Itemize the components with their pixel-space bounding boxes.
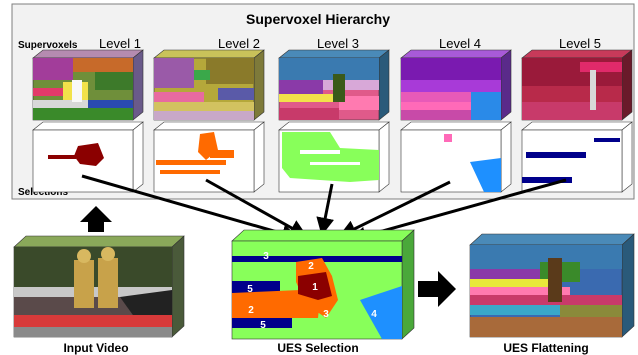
- input-video-cube: [13, 235, 185, 338]
- ues-flattening-label: UES Flattening: [503, 341, 588, 355]
- level-3-selection-cube: [278, 121, 390, 193]
- level-1-selection-cube: [32, 121, 144, 193]
- supervoxels-row-label: Supervoxels: [18, 40, 78, 51]
- level-5-label: Level 5: [559, 36, 601, 51]
- region-number-5b: 5: [260, 320, 266, 331]
- level-2-label: Level 2: [218, 36, 260, 51]
- right-arrow: [418, 271, 456, 307]
- level-3-supervoxel-cube: [278, 49, 390, 121]
- region-number-4: 4: [371, 309, 377, 320]
- level-4-selection-cube: [400, 121, 512, 193]
- ues-selection-label: UES Selection: [277, 341, 358, 355]
- region-number-2a: 2: [308, 261, 314, 272]
- region-number-1: 1: [312, 282, 318, 293]
- ues-flattening-cube: [469, 233, 635, 338]
- level-1-supervoxel-cube: [32, 49, 144, 121]
- level-1-label: Level 1: [99, 36, 141, 51]
- level-4-supervoxel-cube: [400, 49, 512, 121]
- region-number-3b: 3: [323, 309, 329, 320]
- region-number-3a: 3: [263, 251, 269, 262]
- up-arrow: [80, 206, 112, 232]
- input-video-label: Input Video: [63, 341, 128, 355]
- region-number-5a: 5: [247, 284, 253, 295]
- arrow-level-3: [316, 183, 335, 236]
- level-3-label: Level 3: [317, 36, 359, 51]
- selections-row-label: Selections: [18, 187, 68, 198]
- hierarchy-title: Supervoxel Hierarchy: [246, 11, 390, 27]
- arrow-level-1: [81, 174, 300, 243]
- level-4-label: Level 4: [439, 36, 481, 51]
- region-number-2b: 2: [248, 305, 254, 316]
- level-2-selection-cube: [153, 121, 265, 193]
- level-5-supervoxel-cube: [521, 49, 633, 121]
- ues-selection-cube: [231, 229, 415, 340]
- level-2-supervoxel-cube: [153, 49, 265, 121]
- arrow-level-2: [205, 178, 308, 238]
- level-5-selection-cube: [521, 121, 633, 193]
